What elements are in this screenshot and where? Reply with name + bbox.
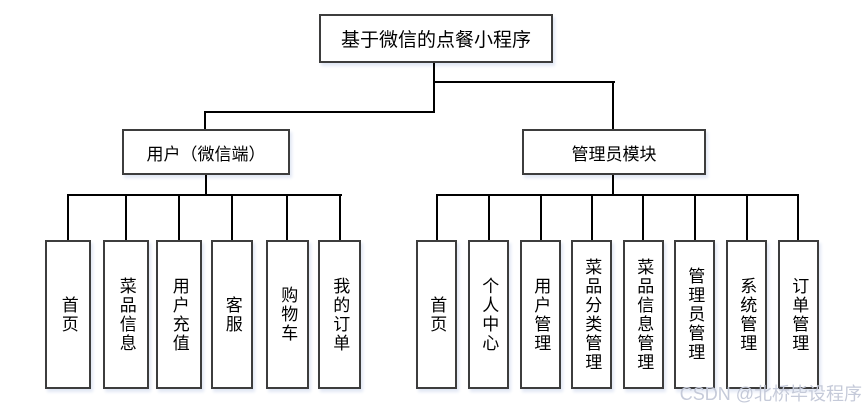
connector-line [746,194,748,240]
connector-line [797,194,799,240]
connector-line [540,194,542,240]
leaf-node-user-home: 首页 [45,240,91,389]
connector-line [231,194,233,240]
leaf-label: 客服 [222,295,242,334]
connector-line [205,175,207,196]
connector-line [204,111,435,113]
leaf-label: 用户充值 [169,276,189,353]
leaf-node-order-management: 订单管理 [778,240,819,389]
root-node: 基于微信的点餐小程序 [319,14,553,63]
leaf-label: 购物车 [278,286,298,343]
leaf-node-my-orders: 我的订单 [318,240,361,389]
leaf-label: 用户管理 [531,276,551,353]
connector-line [125,194,127,240]
connector-line [286,194,288,240]
connector-line [433,81,615,83]
leaf-node-admin-management: 管理员管理 [674,240,715,389]
leaf-label: 订单管理 [789,276,809,353]
leaf-label: 个人中心 [479,276,499,353]
leaf-node-cart: 购物车 [266,240,309,389]
connector-line [67,194,342,196]
leaf-label: 首页 [427,295,447,334]
connector-line [204,111,206,129]
connector-line [67,194,69,240]
leaf-node-personal-center: 个人中心 [468,240,509,389]
leaf-node-user-management: 用户管理 [520,240,561,389]
branch-node-user-label: 用户（微信端） [146,144,266,164]
root-node-label: 基于微信的点餐小程序 [340,30,531,51]
leaf-node-dish-category-management: 菜品分类管理 [571,240,612,389]
connector-line [612,81,614,129]
connector-line [339,194,341,240]
connector-line [433,63,435,113]
connector-line [612,175,614,196]
leaf-label: 菜品信息 [116,276,136,353]
connector-line [591,194,593,240]
connector-line [436,194,438,240]
connector-line [488,194,490,240]
leaf-node-admin-home: 首页 [416,240,457,389]
csdn-watermark: CSDN @北桥毕设程序 [679,384,862,404]
leaf-node-dish-info-management: 菜品信息管理 [623,240,664,389]
leaf-node-customer-service: 客服 [211,240,253,389]
branch-node-admin-label: 管理员模块 [571,144,657,164]
leaf-label: 菜品分类管理 [582,257,602,372]
leaf-label: 我的订单 [330,276,350,353]
leaf-node-dish-info: 菜品信息 [103,240,149,389]
leaf-label: 首页 [58,295,78,334]
leaf-node-user-recharge: 用户充值 [156,240,202,389]
connector-line [436,194,799,196]
leaf-node-system-management: 系统管理 [726,240,767,389]
leaf-label: 管理员管理 [685,267,705,362]
leaf-label: 菜品信息管理 [634,257,654,372]
connector-line [178,194,180,240]
branch-node-admin: 管理员模块 [522,129,706,175]
connector-line [642,194,644,240]
connector-line [694,194,696,240]
branch-node-user: 用户（微信端） [122,129,290,175]
leaf-label: 系统管理 [737,276,757,353]
